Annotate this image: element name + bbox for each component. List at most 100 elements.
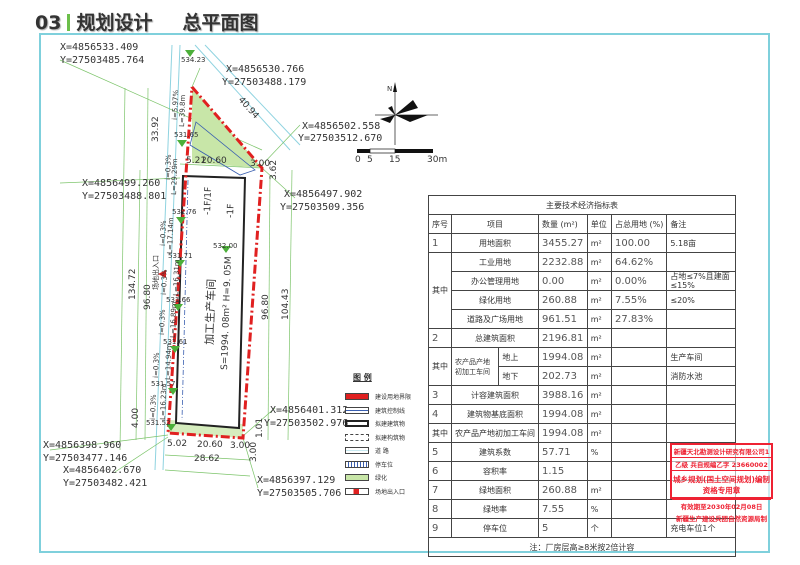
svg-text:i=5.97%: i=5.97%: [171, 89, 180, 120]
scale-0: 0: [355, 155, 361, 165]
elevation-markers: [166, 50, 231, 431]
north-label: N: [387, 85, 392, 93]
coord-5-y: Y=27503509.356: [280, 202, 364, 213]
svg-text:i=0.3%: i=0.3%: [149, 394, 158, 420]
dim-3-00-top: 3.00: [250, 159, 270, 169]
coord-2-y: Y=27503488.179: [222, 77, 306, 88]
coord-3-y: Y=27503512.670: [298, 133, 382, 144]
elevation-label: 532.00: [213, 242, 238, 250]
building-name: 加工生产车间: [202, 279, 218, 345]
dim-4-00: 4.00: [131, 408, 141, 428]
legend-item: 建设用地界限: [345, 390, 411, 404]
qualification-stamp: 新疆天北勘测设计研究有限公司1 乙级 兵自规编乙字 23660002 城乡规划(…: [670, 443, 773, 523]
scale-30m: 30m: [427, 155, 447, 165]
drawing-frame: [39, 33, 770, 553]
dim-3-00-bottom: 3.00: [230, 441, 250, 451]
stamp-grade: 乙级 兵自规编乙字 23660002: [672, 458, 771, 471]
scale-bar: [357, 148, 433, 154]
dimension-lines: [49, 59, 301, 489]
dim-5-02: 5.02: [167, 439, 187, 449]
parking-area: [189, 121, 256, 176]
table-title: 主要技术经济指标表: [428, 195, 736, 215]
dim-134-72: 134.72: [128, 269, 138, 301]
svg-text:L=29.29m: L=29.29m: [170, 158, 179, 195]
building-control-line: [181, 179, 189, 421]
dim-20-60-top: 20.60: [201, 156, 227, 166]
svg-text:L=16.31m: L=16.31m: [172, 259, 181, 296]
dim-5-21: 5.21: [186, 156, 206, 166]
page-title: 总平面图: [182, 12, 259, 34]
legend-label: 建筑控制线: [375, 407, 406, 415]
stamp-title: 城乡规划(国土空间规划)编制资格专用章: [672, 471, 771, 500]
coord-3-x: X=4856502.558: [302, 121, 380, 132]
site-boundary: [166, 86, 264, 440]
floor-label-1: -1F/1F: [203, 187, 214, 215]
coord-6-x: X=4856401.312: [270, 405, 348, 416]
coord-7-x: X=4856398.960: [43, 440, 121, 451]
svg-text:i=0.3%: i=0.3%: [158, 309, 167, 335]
slope-labels: i=5.97% L=39.8m i=0.3% L=29.29m i=0.3% L…: [149, 89, 187, 420]
coord-5-x: X=4856497.902: [284, 189, 362, 200]
control-line-swatch-icon: [345, 406, 369, 414]
table-note: 注：厂房层高≥8米按2倍计容: [428, 537, 736, 557]
svg-text:L=16.23m: L=16.23m: [159, 383, 168, 420]
header-divider: [67, 14, 71, 31]
legend-label: 道 路: [375, 448, 389, 456]
elevation-label: 531.76: [172, 208, 197, 216]
dim-20-60-bottom: 20.60: [197, 440, 223, 450]
legend-label: 场地出入口: [375, 488, 406, 496]
dim-33-92: 33.92: [151, 116, 161, 142]
scale-15: 15: [389, 155, 400, 165]
section-number: 03: [35, 12, 62, 34]
floor-label-2: -1F: [226, 204, 236, 218]
coord-1-x: X=4856533.409: [60, 42, 138, 53]
stamp-issuer: 新疆生产建设兵团自然资源局制: [676, 515, 767, 523]
elevation-label: 531.52: [146, 419, 171, 427]
svg-text:L=14.94m: L=14.94m: [164, 343, 173, 380]
svg-text:L=16.89m: L=16.89m: [169, 301, 178, 338]
legend-item: 建筑控制线: [345, 404, 411, 418]
elevation-label: 534.23: [181, 56, 206, 64]
dim-1-01: 1.01: [255, 418, 265, 438]
legend-label: 停车位: [375, 461, 394, 469]
dim-3-62: 3.62: [269, 160, 279, 180]
dim-96-80-left: 96.80: [143, 284, 153, 310]
legend-item: 拟建建筑物: [345, 417, 411, 431]
stamp-validity: 有效期至2030年02月08日: [680, 503, 763, 511]
coord-7-y: Y=27503477.146: [43, 453, 127, 464]
elevation-label: 531.61: [163, 338, 188, 346]
boundary-swatch-icon: [345, 393, 369, 401]
svg-text:L=17.14m: L=17.14m: [166, 217, 175, 254]
legend: 图 例 建设用地界限 建筑控制线 拟建建筑物 拟建构筑物 道 路 停车位 绿化 …: [345, 372, 411, 498]
svg-text:i=0.3%: i=0.3%: [152, 352, 161, 378]
coord-4-y: Y=27503488.801: [82, 191, 166, 202]
building-info: S=1994. 08m² H=9. 05M: [220, 256, 234, 370]
building-swatch-icon: [345, 420, 369, 428]
legend-item: 停车位: [345, 458, 411, 472]
svg-text:L=39.8m: L=39.8m: [178, 94, 187, 127]
legend-item: 道 路: [345, 444, 411, 458]
entrance-marker-icon: [158, 270, 166, 278]
legend-title: 图 例: [353, 373, 372, 382]
green-swatch-icon: [345, 474, 369, 482]
coord-2-x: X=4856530.766: [226, 64, 304, 75]
svg-text:i=0.3%: i=0.3%: [159, 220, 168, 246]
legend-label: 拟建构筑物: [375, 434, 406, 442]
legend-label: 建设用地界限: [375, 394, 412, 402]
section-title: 规划设计: [76, 12, 153, 34]
road-swatch-icon: [345, 447, 369, 455]
table-header: 序号项目数量 (m²)单位占总用地 (%)备注: [428, 214, 736, 234]
north-compass-icon: [375, 82, 438, 145]
